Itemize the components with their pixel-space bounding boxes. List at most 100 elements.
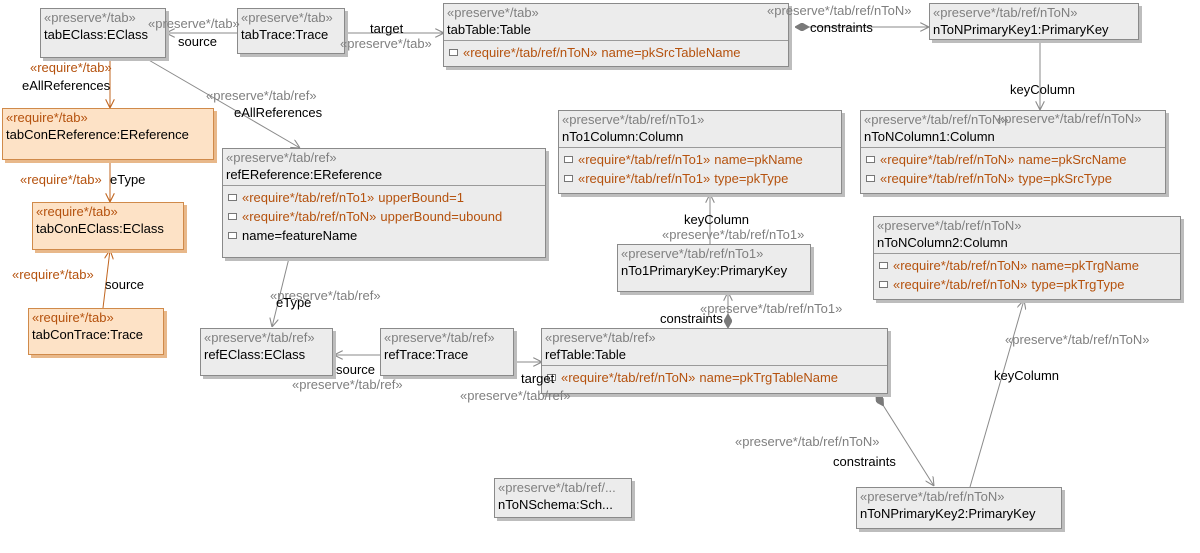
node-stereotype: «preserve*/tab/ref/nToN» xyxy=(877,218,1022,233)
attribute-stereotype: «require*/tab/ref/nToN» xyxy=(893,277,1028,292)
attribute-stereotype: «require*/tab/ref/nToN» xyxy=(880,152,1015,167)
node-stereotype: «preserve*/tab/ref/nToN» xyxy=(933,5,1078,20)
attribute-value: name=pkSrcName xyxy=(1018,152,1127,167)
edge-label-role: target xyxy=(521,371,555,386)
attribute-stereotype: «require*/tab/ref/nTo1» xyxy=(578,152,711,167)
attribute-marker-icon xyxy=(866,156,875,163)
attribute-row: «require*/tab/ref/nTo1» upperBound=1 xyxy=(226,188,542,207)
attribute-stereotype: «require*/tab/ref/nTo1» xyxy=(578,171,711,186)
node-stereotype: «preserve*/tab/ref/nToN» xyxy=(860,489,1005,504)
attribute-value: name=pkName xyxy=(714,152,803,167)
node-name: nToNSchema:Sch... xyxy=(498,497,613,512)
attribute-row: name=featureName xyxy=(226,226,542,245)
attribute-stereotype: «require*/tab/ref/nToN» xyxy=(880,171,1015,186)
attribute-marker-icon xyxy=(879,262,888,269)
node-stereotype: «require*/tab» xyxy=(6,110,88,125)
edge-label-role: source xyxy=(336,362,376,377)
node-nto1primarykey[interactable]: «preserve*/tab/ref/nTo1» nTo1PrimaryKey:… xyxy=(617,244,811,292)
node-name: nToNColumn2:Column xyxy=(877,235,1008,250)
edge-label-role: keyColumn xyxy=(994,368,1060,383)
node-name: nToNPrimaryKey2:PrimaryKey xyxy=(860,506,1036,521)
attribute-marker-icon xyxy=(547,374,556,381)
node-stereotype: «preserve*/tab» xyxy=(447,5,539,20)
node-refereference[interactable]: «preserve*/tab/ref» refEReference:ERefer… xyxy=(222,148,546,258)
edge-label-role: source xyxy=(178,34,218,49)
node-name: tabConEReference:EReference xyxy=(6,127,189,142)
edge-label-role: target xyxy=(370,21,404,36)
node-name: nToNColumn1:Column xyxy=(864,129,995,144)
edge-label-stereotype: «preserve*/tab/ref/nToN» xyxy=(767,3,912,18)
node-name: refEClass:EClass xyxy=(204,347,306,362)
node-tabtrace[interactable]: «preserve*/tab» tabTrace:Trace xyxy=(237,8,345,54)
attribute-row: «require*/tab/ref/nToN» name=pkTrgTableN… xyxy=(545,368,884,387)
attribute-stereotype: «require*/tab/ref/nToN» xyxy=(561,370,696,385)
node-stereotype: «preserve*/tab» xyxy=(241,10,333,25)
attribute-row: «require*/tab/ref/nTo1» name=pkName xyxy=(562,150,838,169)
node-stereotype: «require*/tab» xyxy=(36,204,118,219)
node-reftrace[interactable]: «preserve*/tab/ref» refTrace:Trace xyxy=(380,328,514,376)
edge-label-stereotype: «preserve*/tab/ref/nTo1» xyxy=(662,227,805,242)
edge-label-role: eType xyxy=(110,172,146,187)
node-stereotype: «preserve*/tab/ref» xyxy=(545,330,656,345)
node-tabconeclass[interactable]: «require*/tab» tabConEClass:EClass xyxy=(32,202,184,250)
node-name: nToNPrimaryKey1:PrimaryKey xyxy=(933,22,1109,37)
attribute-marker-icon xyxy=(228,194,237,201)
node-refeclass[interactable]: «preserve*/tab/ref» refEClass:EClass xyxy=(200,328,333,376)
node-ntoncolumn2[interactable]: «preserve*/tab/ref/nToN» nToNColumn2:Col… xyxy=(873,216,1181,300)
edge-label-role: eType xyxy=(276,295,312,310)
attribute-value: name=pkTrgTableName xyxy=(699,370,839,385)
node-stereotype: «preserve*/tab/ref» xyxy=(204,330,315,345)
node-tabconereference[interactable]: «require*/tab» tabConEReference:EReferen… xyxy=(2,108,214,160)
node-ntoncolumn1[interactable]: «preserve*/tab/ref/nToN» nToNColumn1:Col… xyxy=(860,110,1166,194)
node-stereotype: «preserve*/tab/ref» xyxy=(384,330,495,345)
edge-label-role: constraints xyxy=(833,454,896,469)
edge-label-role: eAllReferences xyxy=(234,105,323,120)
node-name: tabTable:Table xyxy=(447,22,531,37)
node-stereotype: «preserve*/tab/ref» xyxy=(226,150,337,165)
attribute-value: upperBound=ubound xyxy=(380,209,503,224)
node-ntonprimarykey2[interactable]: «preserve*/tab/ref/nToN» nToNPrimaryKey2… xyxy=(856,487,1062,529)
edge-label-role: keyColumn xyxy=(684,212,750,227)
node-stereotype: «require*/tab» xyxy=(32,310,114,325)
edge-label-stereotype: «preserve*/tab/ref» xyxy=(460,388,571,403)
attribute-value: name=pkSrcTableName xyxy=(601,45,741,60)
node-ntonprimarykey1[interactable]: «preserve*/tab/ref/nToN» nToNPrimaryKey1… xyxy=(929,3,1139,40)
attribute-marker-icon xyxy=(228,213,237,220)
node-stereotype: «preserve*/tab/ref/... xyxy=(498,480,616,495)
attribute-marker-icon xyxy=(564,156,573,163)
edge-label-stereotype: «preserve*/tab/ref» xyxy=(270,288,381,303)
node-stereotype: «preserve*/tab/ref/nTo1» xyxy=(621,246,764,261)
attribute-row: «require*/tab/ref/nToN» type=pkTrgType xyxy=(877,275,1177,294)
edge-label-stereotype: «require*/tab» xyxy=(30,60,112,75)
node-tabeclass[interactable]: «preserve*/tab» tabEClass:EClass xyxy=(40,8,166,58)
edge-label-stereotype: «preserve*/tab/ref» xyxy=(292,377,403,392)
node-name: refTable:Table xyxy=(545,347,626,362)
attribute-stereotype: «require*/tab/ref/nToN» xyxy=(463,45,598,60)
attribute-marker-icon xyxy=(449,49,458,56)
node-tabtable[interactable]: «preserve*/tab» tabTable:Table «require*… xyxy=(443,3,789,67)
edge-ntonprimarykey2-keycolumn xyxy=(969,300,1024,488)
edge-tabcontrace-source xyxy=(102,250,110,309)
edge-tabeclass-refereference xyxy=(146,58,300,148)
node-name: nTo1PrimaryKey:PrimaryKey xyxy=(621,263,788,278)
edge-reftable-constraints-nton xyxy=(876,394,934,486)
edge-label-stereotype: «preserve*/tab/ref» xyxy=(206,88,317,103)
edge-label-role: constraints xyxy=(810,20,873,35)
node-reftable[interactable]: «preserve*/tab/ref» refTable:Table «requ… xyxy=(541,328,888,394)
attribute-row: «require*/tab/ref/nToN» type=pkSrcType xyxy=(864,169,1162,188)
edge-label-stereotype: «preserve*/tab/ref/nToN» xyxy=(997,111,1142,126)
edge-label-stereotype: «require*/tab» xyxy=(12,267,94,282)
attribute-stereotype: «require*/tab/ref/nToN» xyxy=(893,258,1028,273)
node-tabcontrace[interactable]: «require*/tab» tabConTrace:Trace xyxy=(28,308,164,355)
attribute-row: «require*/tab/ref/nToN» name=pkTrgName xyxy=(877,256,1177,275)
edge-label-stereotype: «preserve*/tab/ref/nToN» xyxy=(1005,332,1150,347)
node-name: refEReference:EReference xyxy=(226,167,383,182)
node-nto1column[interactable]: «preserve*/tab/ref/nTo1» nTo1Column:Colu… xyxy=(558,110,842,194)
node-name: nTo1Column:Column xyxy=(562,129,684,144)
attribute-value: type=pkType xyxy=(714,171,789,186)
node-name: tabConTrace:Trace xyxy=(32,327,144,342)
attribute-stereotype: «require*/tab/ref/nToN» xyxy=(242,209,377,224)
edge-label-role: constraints xyxy=(660,311,723,326)
node-ntonschema[interactable]: «preserve*/tab/ref/... nToNSchema:Sch... xyxy=(494,478,632,518)
